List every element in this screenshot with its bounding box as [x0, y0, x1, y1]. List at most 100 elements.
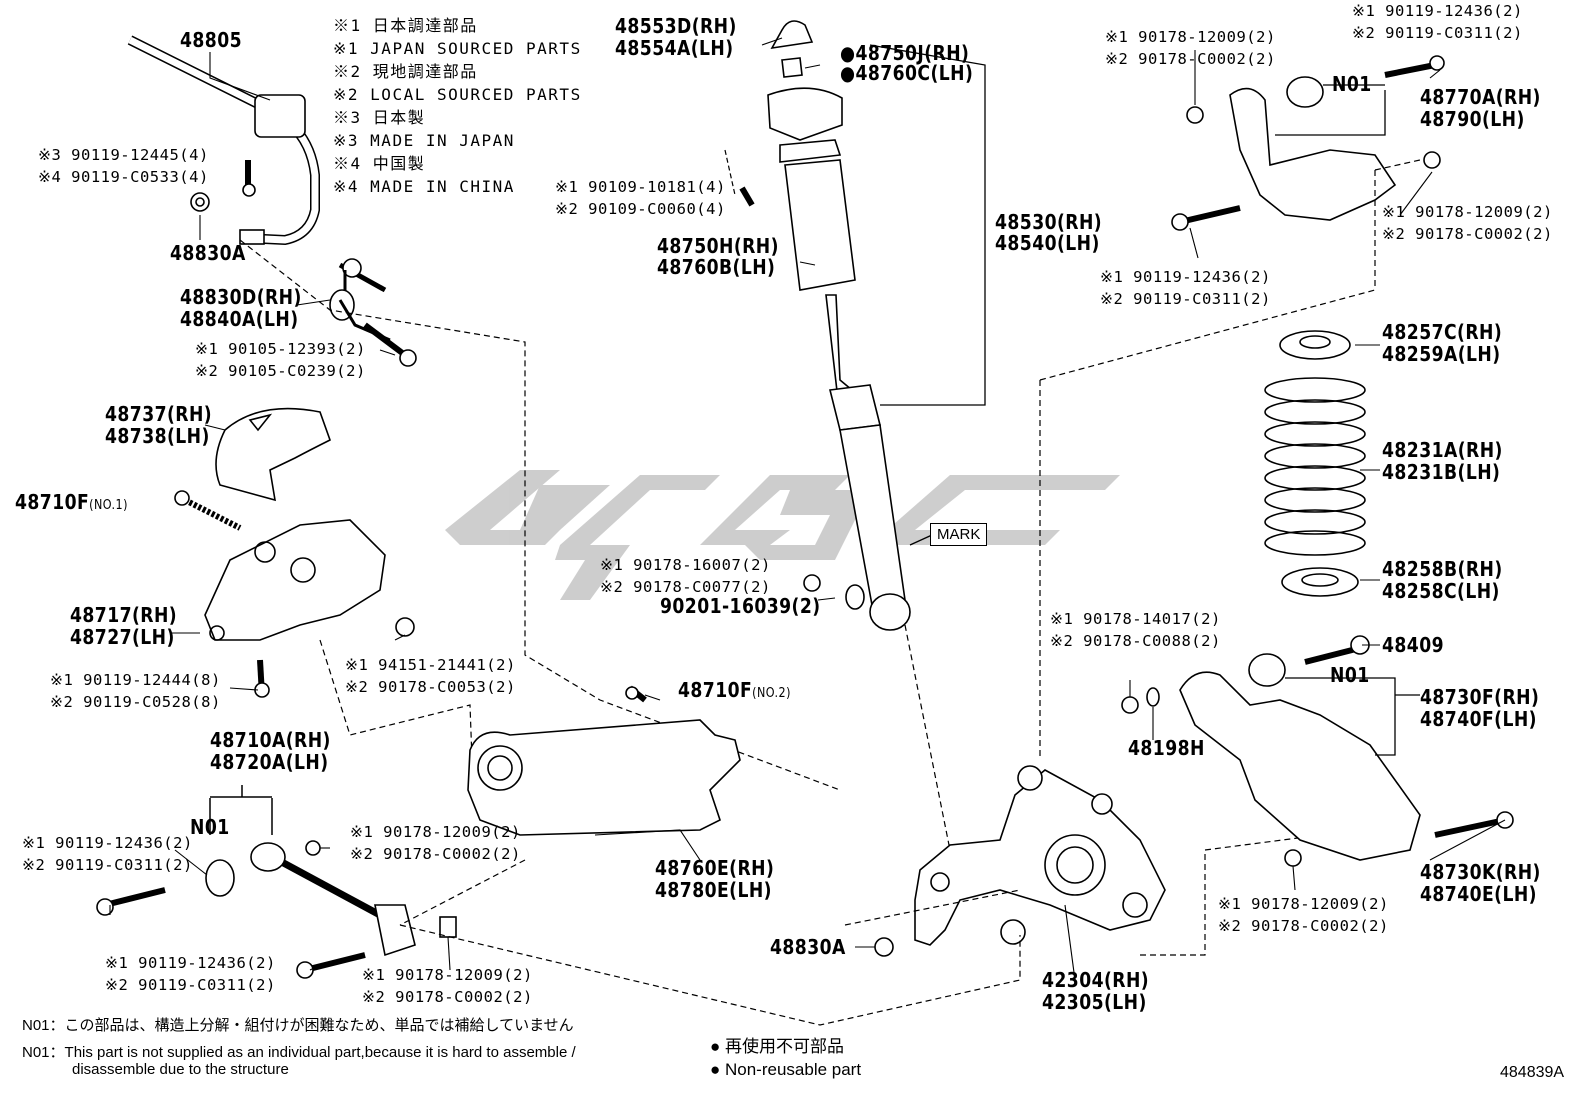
label-48760e: 48760E(RH)	[655, 856, 775, 880]
coil-spring	[1264, 377, 1366, 556]
ref-label: ※2 90109-C0060(4)	[555, 200, 726, 218]
label-48409: 48409	[1382, 633, 1445, 657]
upper-arm-48770a	[1229, 87, 1397, 221]
label-48805: 48805	[180, 28, 243, 52]
trailing-arm	[467, 719, 741, 836]
label-48770a: 48770A(RH)	[1420, 85, 1541, 109]
ref-label: ※2 90105-C0239(2)	[195, 362, 366, 380]
ref-label: ※1 90178-12009(2)	[350, 823, 521, 841]
ref-label: ※2 90178-C0002(2)	[1105, 50, 1276, 68]
label-48750h: 48750H(RH)	[657, 234, 779, 258]
label-48554a: 48554A(LH)	[615, 36, 734, 60]
label-48727: 48727(LH)	[70, 625, 175, 649]
label-48840a: 48840A(LH)	[180, 307, 299, 331]
label-48737: 48737(RH)	[105, 402, 213, 426]
ref-label: ※2 90178-C0002(2)	[1218, 917, 1389, 935]
ref-label: ※1 90178-12009(2)	[362, 966, 533, 984]
ref-label: ※2 90119-C0311(2)	[105, 976, 276, 994]
label-48750j: ●48750J(RH)	[840, 41, 970, 65]
leader-lines	[109, 37, 1506, 981]
ref-label: ※4 90119-C0533(4)	[38, 168, 209, 186]
ref-label: ※2 90178-C0088(2)	[1050, 632, 1221, 650]
ref-label: ※2 90178-C0077(2)	[600, 578, 771, 596]
label-48780e: 48780E(LH)	[655, 878, 772, 902]
ref-label: ※3 90119-12445(4)	[38, 146, 209, 164]
note-n01-jp: N01：この部品は、構造上分解・組付けが困難なため、単品では補給していません	[22, 1017, 574, 1034]
label-90201: 90201-16039(2)	[660, 594, 821, 618]
label-48257c: 48257C(RH)	[1382, 320, 1503, 344]
label-48830a-top: 48830A	[170, 241, 246, 265]
ref-label: ※1 90178-14017(2)	[1050, 610, 1221, 628]
label-48530: 48530(RH)	[995, 210, 1103, 234]
ref-label: ※1 90119-12436(2)	[1352, 2, 1523, 20]
label-48258b: 48258B(RH)	[1382, 557, 1503, 581]
label-48738: 48738(LH)	[105, 424, 210, 448]
legend-line: ※3 日本製	[333, 108, 426, 127]
label-48710f-no1: 48710F(NO.1)	[15, 490, 128, 514]
note-nonreusable-jp: ● 再使用不可部品	[710, 1037, 844, 1056]
ref-label: ※1 90105-12393(2)	[195, 340, 366, 358]
stabilizer-link	[329, 258, 391, 342]
legend-line: ※1 日本調達部品	[333, 16, 478, 35]
note-n01-en: N01：This part is not supplied as an indi…	[22, 1044, 576, 1061]
ref-label: ※1 90178-12009(2)	[1105, 28, 1276, 46]
figure-id: 484839A	[1500, 1064, 1565, 1081]
label-48760c: ●48760C(LH)	[840, 61, 974, 85]
label-42304: 42304(RH)	[1042, 968, 1150, 992]
label-48830a-bottom: 48830A	[770, 935, 846, 959]
legend-line: ※4 中国製	[333, 154, 426, 173]
label-n01-right: N01	[1330, 663, 1370, 687]
bracket-48717	[204, 519, 386, 641]
ref-label: ※1 94151-21441(2)	[345, 656, 516, 674]
label-42305: 42305(LH)	[1042, 990, 1147, 1014]
label-48740f: 48740F(LH)	[1420, 707, 1537, 731]
label-48258c: 48258C(LH)	[1382, 579, 1500, 603]
ref-label: ※1 90178-16007(2)	[600, 556, 771, 574]
ref-label: ※1 90178-12009(2)	[1382, 203, 1553, 221]
ref-label: ※2 90178-C0002(2)	[362, 988, 533, 1006]
stabilizer-bushing	[254, 94, 306, 138]
ref-label: ※2 90119-C0311(2)	[22, 856, 193, 874]
ref-label: ※1 90109-10181(4)	[555, 178, 726, 196]
label-48231a: 48231A(RH)	[1382, 438, 1503, 462]
ref-label: ※1 90119-12444(8)	[50, 671, 221, 689]
lower-arm-48730f	[1179, 671, 1421, 861]
ref-label: ※2 90178-C0002(2)	[350, 845, 521, 863]
steering-knuckle	[914, 765, 1166, 946]
watermark-logo	[445, 470, 1120, 600]
ref-label: ※2 90119-C0311(2)	[1100, 290, 1271, 308]
legend-line: ※1 JAPAN SOURCED PARTS	[333, 39, 582, 58]
label-48710a: 48710A(RH)	[210, 728, 331, 752]
cover-48737	[215, 407, 331, 502]
label-48730f: 48730F(RH)	[1420, 685, 1540, 709]
label-48710f-no2: 48710F(NO.2)	[678, 678, 791, 702]
label-48717: 48717(RH)	[70, 603, 178, 627]
ref-label: ※1 90119-12436(2)	[105, 954, 276, 972]
label-48540: 48540(LH)	[995, 231, 1100, 255]
ref-label: ※2 90119-C0311(2)	[1352, 24, 1523, 42]
note-n01-en-2: disassemble due to the structure	[72, 1061, 289, 1078]
ref-label: ※1 90119-12436(2)	[22, 834, 193, 852]
ref-label: ※1 90119-12436(2)	[1100, 268, 1271, 286]
shock-absorber	[739, 20, 911, 631]
legend-line: ※4 MADE IN CHINA	[333, 177, 515, 196]
label-n01-top: N01	[1332, 72, 1372, 96]
label-48730k: 48730K(RH)	[1420, 860, 1541, 884]
label-48553d: 48553D(RH)	[615, 14, 737, 38]
label-48740e: 48740E(LH)	[1420, 882, 1537, 906]
legend-line: ※2 LOCAL SOURCED PARTS	[333, 85, 582, 104]
label-48231b: 48231B(LH)	[1382, 460, 1501, 484]
mark-tag: MARK	[930, 523, 988, 546]
label-48790: 48790(LH)	[1420, 107, 1525, 131]
n01-bushing-left	[205, 859, 235, 897]
legend-line: ※2 現地調達部品	[333, 62, 478, 81]
label-n01-left: N01	[190, 815, 230, 839]
label-48830d: 48830D(RH)	[180, 285, 302, 309]
label-48259a: 48259A(LH)	[1382, 342, 1501, 366]
legend-line: ※3 MADE IN JAPAN	[333, 131, 515, 150]
stabilizer-bar	[127, 35, 320, 246]
label-48198h: 48198H	[1128, 736, 1205, 760]
ref-label: ※2 90178-C0053(2)	[345, 678, 516, 696]
